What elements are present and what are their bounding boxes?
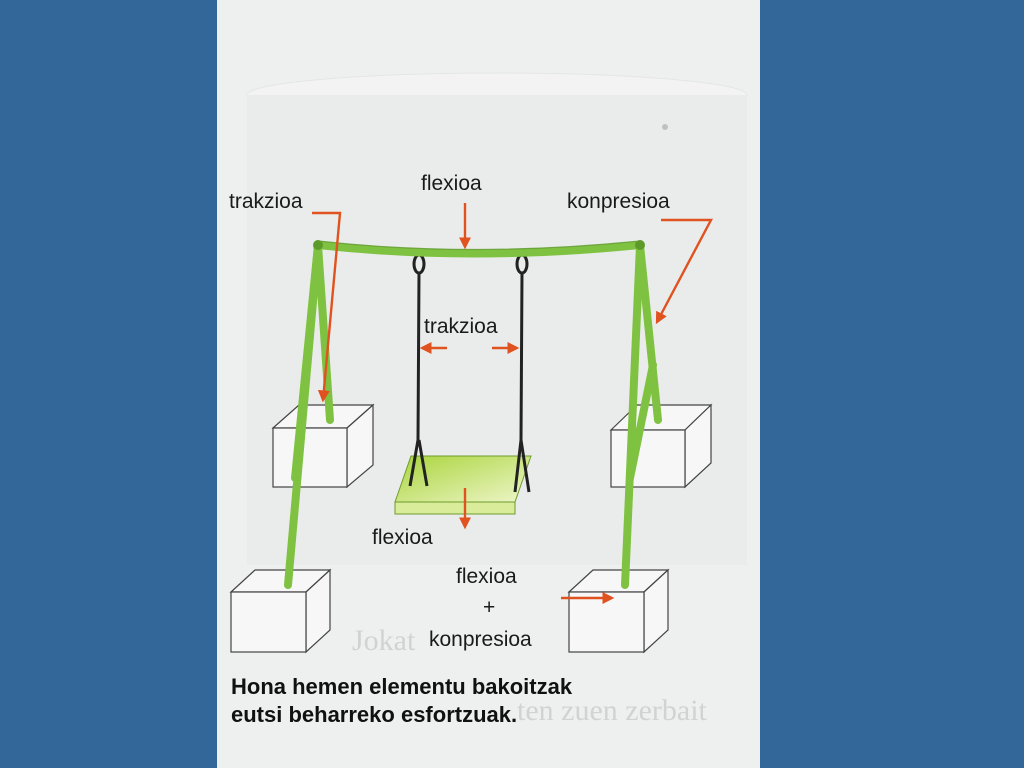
label-flexioa-seat: flexioa [372,526,433,549]
right-leg-front [621,241,644,589]
block-lower-right [567,568,670,654]
block-upper-left [271,403,375,489]
left-joint [313,240,323,250]
label-trakzioa-top: trakzioa [229,190,303,213]
swing-ropes [408,253,531,493]
label-konpresioa-bottom: konpresioa [429,628,532,651]
label-plus: + [483,596,495,619]
swing-seat [394,455,532,515]
arrow-trakzioa-left [312,211,342,403]
label-trakzioa-mid: trakzioa [424,315,498,338]
swing-force-diagram: Jokat ten zuen zerbait [229,72,748,727]
right-joint [635,240,645,250]
crossbar [314,241,644,258]
force-arrows [312,203,713,604]
right-leg-inner [626,361,657,482]
arrow-konpresioa-right [655,218,713,325]
label-flexioa-bottom: flexioa [456,565,517,588]
right-leg-back [636,241,662,424]
swing-frame [284,241,662,589]
caption-line-1: Hona hemen elementu bakoitzak [231,674,573,699]
label-flexioa-top: flexioa [421,172,482,195]
svg-text:ten zuen zerbait: ten zuen zerbait [517,694,708,727]
caption-line-2: eutsi beharreko esfortzuak. [231,702,517,727]
block-lower-left [229,568,332,654]
label-konpresioa-top: konpresioa [567,190,670,213]
left-leg-inner [291,241,322,482]
svg-text:Jokat: Jokat [352,624,416,657]
illustration-panel: Jokat ten zuen zerbait [217,0,760,768]
